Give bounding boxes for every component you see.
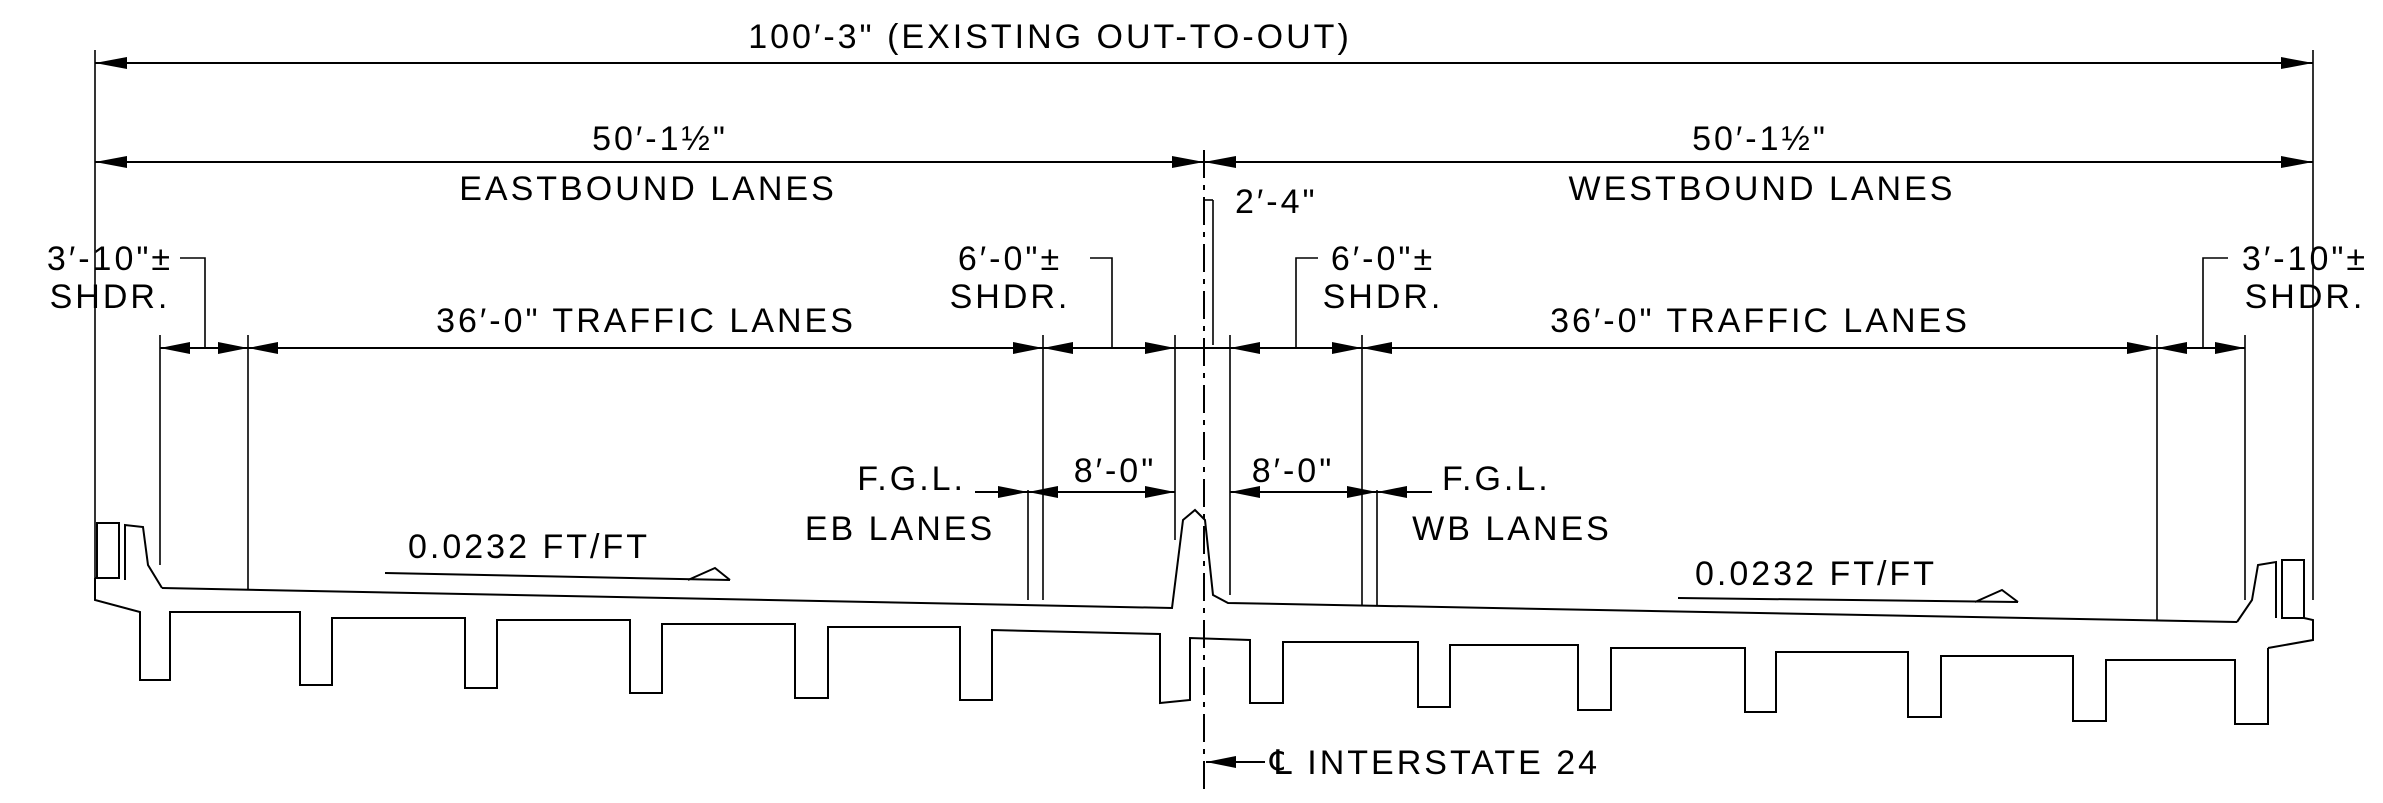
wb-fgl-offset-label: 8′-0" xyxy=(1252,452,1335,490)
right-inner-shdr-label: SHDR. xyxy=(1323,278,1444,316)
eastbound-lanes-label: EASTBOUND LANES xyxy=(459,170,837,208)
centerline-label: ℄ INTERSTATE 24 xyxy=(1269,744,1600,782)
eb-fgl-label: F.G.L. xyxy=(857,460,966,498)
right-inner-shoulder-label: 6′-0"± xyxy=(1331,240,1435,278)
left-inner-shdr-label: SHDR. xyxy=(950,278,1071,316)
left-outer-shdr-label: SHDR. xyxy=(50,278,171,316)
overall-width-label: 100′-3" (EXISTING OUT-TO-OUT) xyxy=(748,18,1352,56)
eb-fgl-offset-label: 8′-0" xyxy=(1074,452,1157,490)
half-width-dimensions: 50′-1½" 50′-1½" EASTBOUND LANES WESTBOUN… xyxy=(95,120,2313,208)
westbound-lanes-label: WESTBOUND LANES xyxy=(1569,170,1956,208)
overall-width-dimension: 100′-3" (EXISTING OUT-TO-OUT) xyxy=(94,18,2314,600)
wb-traffic-lanes-label: 36′-0" TRAFFIC LANES xyxy=(1550,302,1970,340)
wb-fgl-label: F.G.L. xyxy=(1442,460,1551,498)
right-outer-shdr-label: SHDR. xyxy=(2245,278,2366,316)
centerline: 2′-4" ℄ INTERSTATE 24 xyxy=(1203,150,1600,790)
eb-traffic-lanes-label: 36′-0" TRAFFIC LANES xyxy=(436,302,856,340)
slope-indicators: 0.0232 FT/FT 0.0232 FT/FT xyxy=(384,528,2019,603)
eb-slope-label: 0.0232 FT/FT xyxy=(408,528,650,566)
median-width-label: 2′-4" xyxy=(1235,183,1318,221)
fgl-dimensions: 8′-0" 8′-0" F.G.L. EB LANES F.G.L. WB LA… xyxy=(805,452,1612,605)
left-inner-shoulder-label: 6′-0"± xyxy=(958,240,1062,278)
eb-half-width-label: 50′-1½" xyxy=(592,120,728,158)
lane-dimensions: 36′-0" TRAFFIC LANES 36′-0" TRAFFIC LANE… xyxy=(47,240,2368,620)
wb-lanes-short-label: WB LANES xyxy=(1412,510,1612,548)
bridge-deck-section xyxy=(94,508,2314,725)
left-outer-shoulder-label: 3′-10"± xyxy=(47,240,173,278)
right-outer-shoulder-label: 3′-10"± xyxy=(2242,240,2368,278)
wb-slope-label: 0.0232 FT/FT xyxy=(1695,555,1937,593)
wb-half-width-label: 50′-1½" xyxy=(1692,120,1828,158)
eb-lanes-short-label: EB LANES xyxy=(805,510,995,548)
